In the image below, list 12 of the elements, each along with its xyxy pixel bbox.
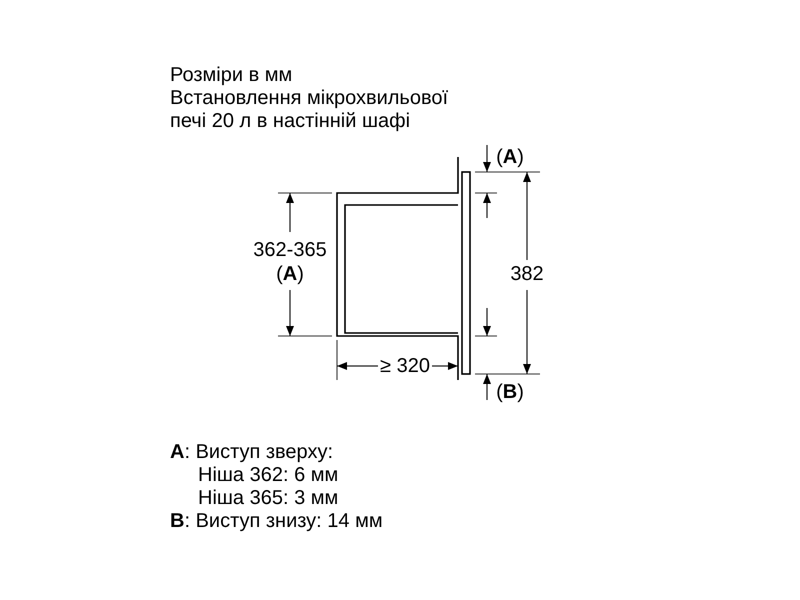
title: Розміри в мм — [170, 64, 292, 87]
dimension-label: (A) — [276, 263, 304, 286]
dimension-label: 382 — [510, 263, 544, 286]
dimension-label: (B) — [496, 381, 524, 404]
note-text: B: Виступ знизу: 14 мм — [170, 510, 383, 533]
subtitle: Встановлення мікрохвильової печі 20 л в настінній шафі — [170, 87, 450, 133]
note-text: Ніша 362: 6 мм — [198, 464, 338, 487]
dimension-label: (A) — [496, 146, 524, 169]
dimension-label: 362-365 — [253, 239, 327, 262]
dimension-label: ≥ 320 — [380, 355, 430, 378]
note-text: A: Виступ зверху: — [170, 441, 333, 464]
note-text: Ніша 365: 3 мм — [198, 487, 338, 510]
